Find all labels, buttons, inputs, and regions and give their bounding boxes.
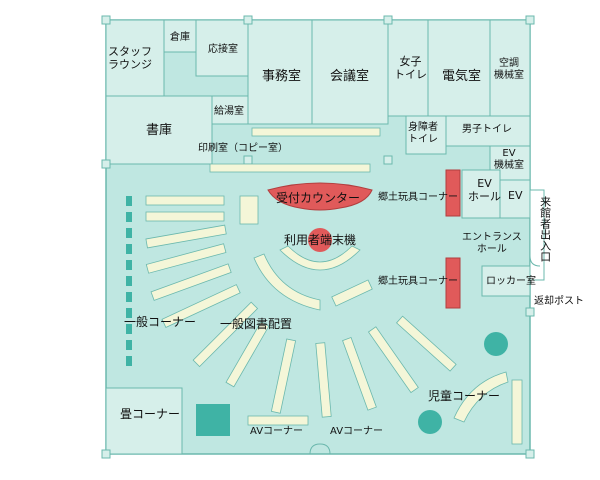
storage-label: 倉庫 — [170, 32, 190, 43]
accessible-toilet-room — [405, 115, 447, 155]
meeting-room — [311, 19, 389, 125]
locker-room — [481, 265, 531, 297]
womens-toilet-label: 女子 トイレ — [394, 55, 427, 81]
accessible-toilet-label: 身障者 トイレ — [408, 122, 438, 145]
local-corner-cabinet-1 — [445, 169, 461, 217]
structural-columns — [101, 15, 535, 459]
kitchenette-label: 給湯室 — [214, 106, 244, 117]
av-shelf — [247, 415, 309, 426]
general-book-shelves-label: 一般図書配置 — [220, 317, 293, 331]
electrical-room — [427, 19, 491, 117]
general-shelves — [145, 195, 259, 328]
local-corner-cabinet-2 — [445, 257, 461, 309]
user-terminal-hub — [308, 228, 332, 252]
tatami-room — [105, 387, 183, 455]
children-table-1 — [484, 332, 508, 356]
print-room-cabinets — [209, 127, 381, 173]
staff-lounge-room — [105, 19, 165, 97]
children-corner-label: 児童コーナー — [428, 389, 501, 403]
staff-lounge-label: スタッフ ラウンジ — [108, 45, 152, 71]
meeting-room-label: 会議室 — [330, 69, 370, 84]
ev-machine-room-label: EV 機械室 — [494, 148, 524, 171]
ev-hall-label: EV ホール — [468, 177, 501, 203]
children-curved-shelf — [453, 371, 509, 423]
local-materials-label-2: 郷土玩具コーナー — [378, 276, 458, 287]
stacks-label: 書庫 — [146, 123, 173, 138]
return-post-label: 返却ポスト — [534, 296, 584, 307]
av-corner-label-2: AVコーナー — [330, 426, 384, 437]
mens-toilet-label: 男子トイレ — [462, 124, 512, 135]
storage-room — [163, 19, 197, 53]
stacks-room — [105, 95, 213, 165]
children-side-shelf — [511, 379, 523, 445]
print-room-label: 印刷室（コピー室） — [198, 143, 288, 154]
door-arcs — [309, 255, 541, 455]
mens-toilet-room — [445, 115, 531, 147]
tatami-corner-label: 畳コーナー — [120, 407, 181, 421]
tatami-table — [196, 404, 230, 436]
reception-counter-shape — [267, 182, 373, 211]
entrance-hall-label: エントランス ホール — [462, 232, 522, 255]
general-corner-label: 一般コーナー — [124, 315, 197, 329]
reception-room-label: 応接室 — [208, 44, 238, 55]
children-table-2 — [418, 410, 442, 434]
reception-counter-label: 受付カウンター — [276, 191, 361, 205]
office-label: 事務室 — [262, 69, 302, 84]
entrance-frame — [529, 189, 545, 281]
ev-label: EV — [508, 189, 523, 202]
office-room — [247, 19, 313, 125]
electrical-room-label: 電気室 — [442, 69, 482, 84]
local-materials-label-1: 郷土玩具コーナー — [378, 192, 458, 203]
left-wall-shelves — [126, 196, 132, 366]
ac-machine-room-label: 空調 機械室 — [494, 58, 524, 81]
visitor-entrance-label: 来館者出入口 — [538, 196, 552, 262]
locker-room-label: ロッカー室 — [486, 276, 536, 287]
user-terminals-label: 利用者端末機 — [284, 233, 357, 247]
upper-rooms — [105, 19, 531, 455]
av-corner-label-1: AVコーナー — [250, 426, 304, 437]
ev-room — [499, 179, 531, 219]
radial-shelves — [192, 245, 457, 418]
